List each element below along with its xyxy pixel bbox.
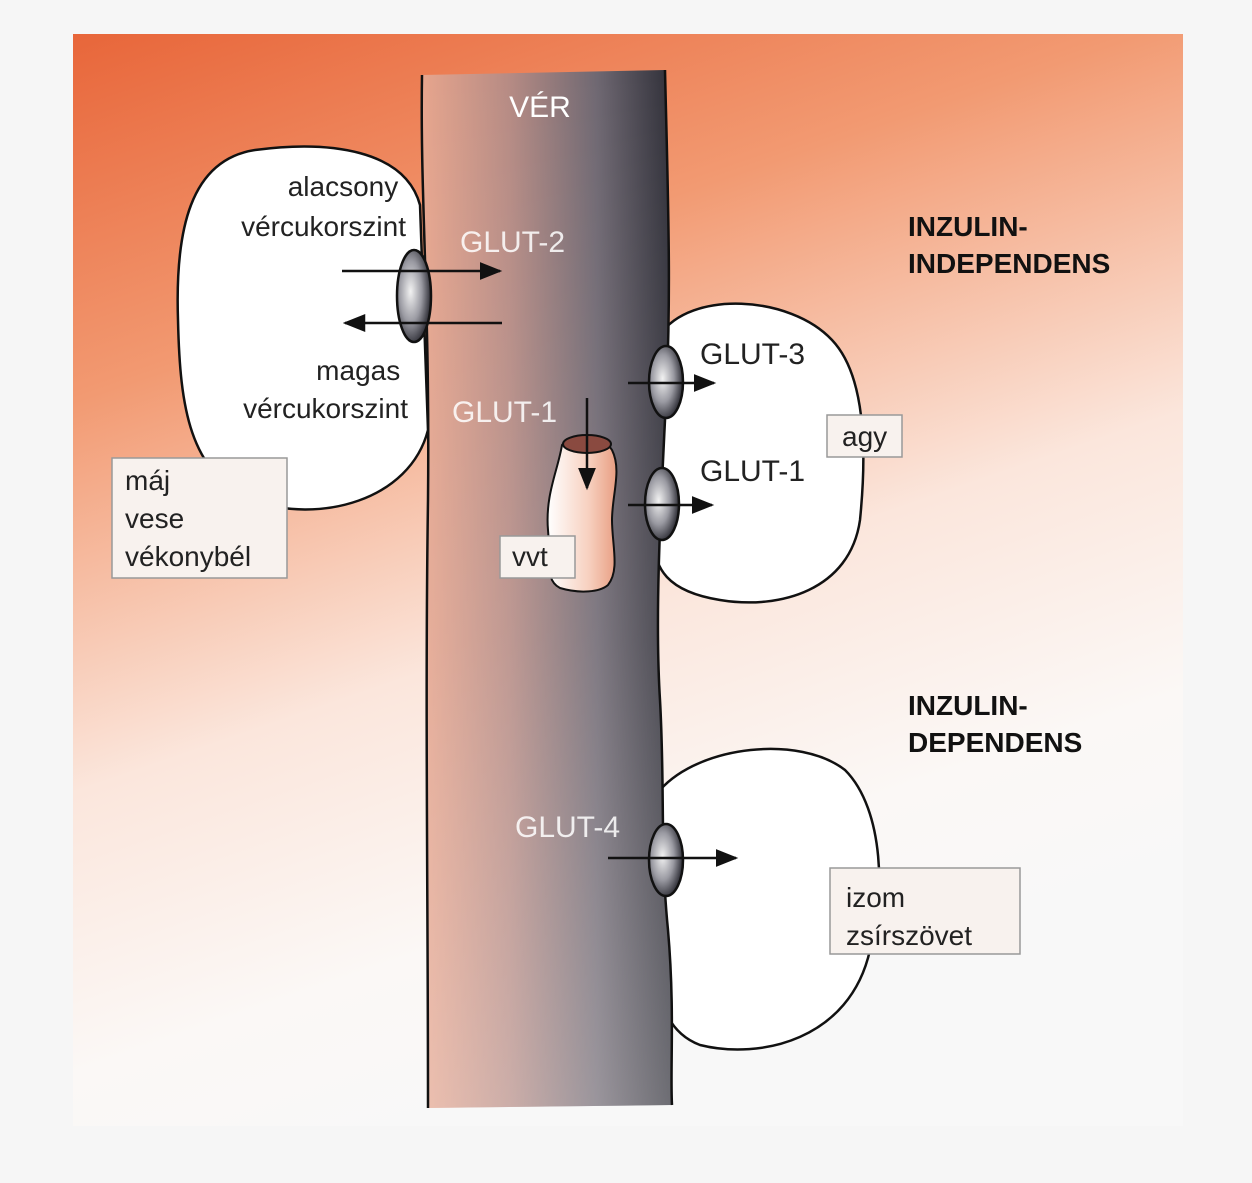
rbc-label-box: vvt bbox=[500, 536, 575, 578]
glut4-transporter-icon bbox=[649, 824, 683, 896]
brain-organ-box: agy bbox=[827, 415, 902, 457]
svg-text:vvt: vvt bbox=[512, 541, 548, 572]
glut3-label: GLUT-3 bbox=[700, 338, 805, 371]
glut2-transporter-icon bbox=[397, 250, 431, 342]
blood-label: VÉR bbox=[509, 91, 571, 124]
liver-organs-box: máj vese vékonybél bbox=[112, 458, 287, 578]
glut2-label: GLUT-2 bbox=[460, 226, 565, 259]
muscle-organs-box: izom zsírszövet bbox=[830, 868, 1020, 954]
glut1-rbc-label: GLUT-1 bbox=[452, 396, 557, 429]
glut1-brain-label: GLUT-1 bbox=[700, 455, 805, 488]
svg-text:agy: agy bbox=[842, 421, 887, 452]
glut4-label: GLUT-4 bbox=[515, 811, 620, 844]
